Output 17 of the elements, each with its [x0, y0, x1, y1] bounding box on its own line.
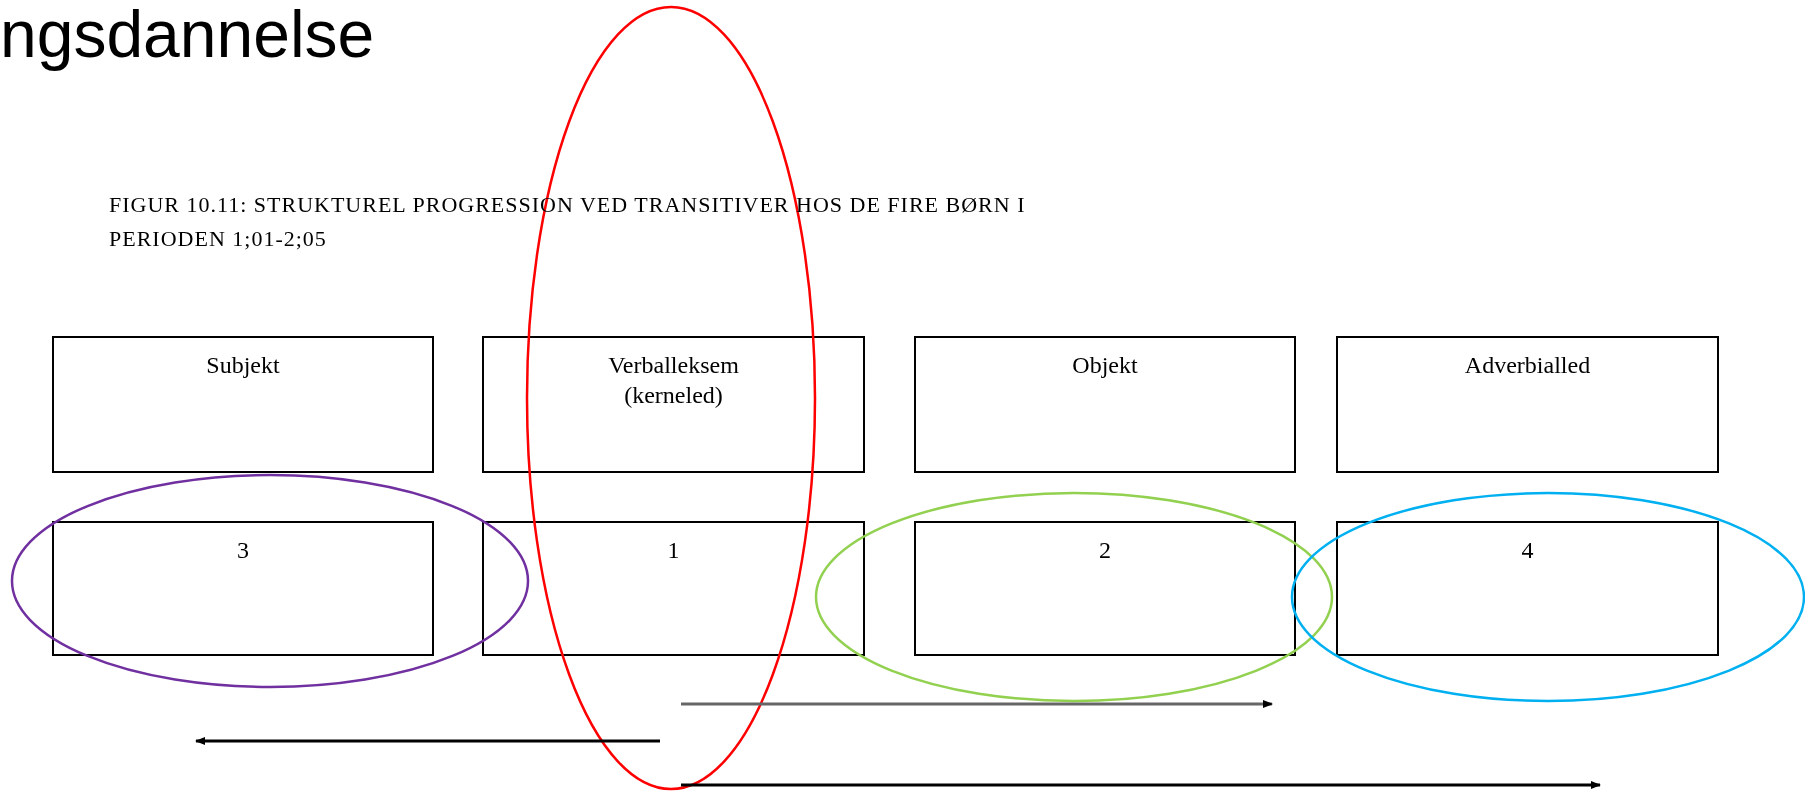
box-text: 3	[236, 536, 250, 565]
number-box	[52, 521, 434, 656]
box-text: Subjekt	[205, 351, 281, 380]
header-box	[52, 336, 434, 473]
header-box	[1336, 336, 1719, 473]
number-box	[482, 521, 865, 656]
number-box	[914, 521, 1296, 656]
header-box	[482, 336, 865, 473]
box-text: 1	[666, 536, 681, 565]
box-text: Verballeksem (kerneled)	[607, 351, 740, 410]
box-text: Objekt	[1071, 351, 1139, 380]
box-text: Adverbialled	[1463, 351, 1592, 380]
header-box	[914, 336, 1296, 473]
box-text: 2	[1098, 536, 1112, 565]
box-text: 4	[1520, 536, 1535, 565]
number-box	[1336, 521, 1719, 656]
slide-title: ngsdannelse	[0, 0, 375, 73]
